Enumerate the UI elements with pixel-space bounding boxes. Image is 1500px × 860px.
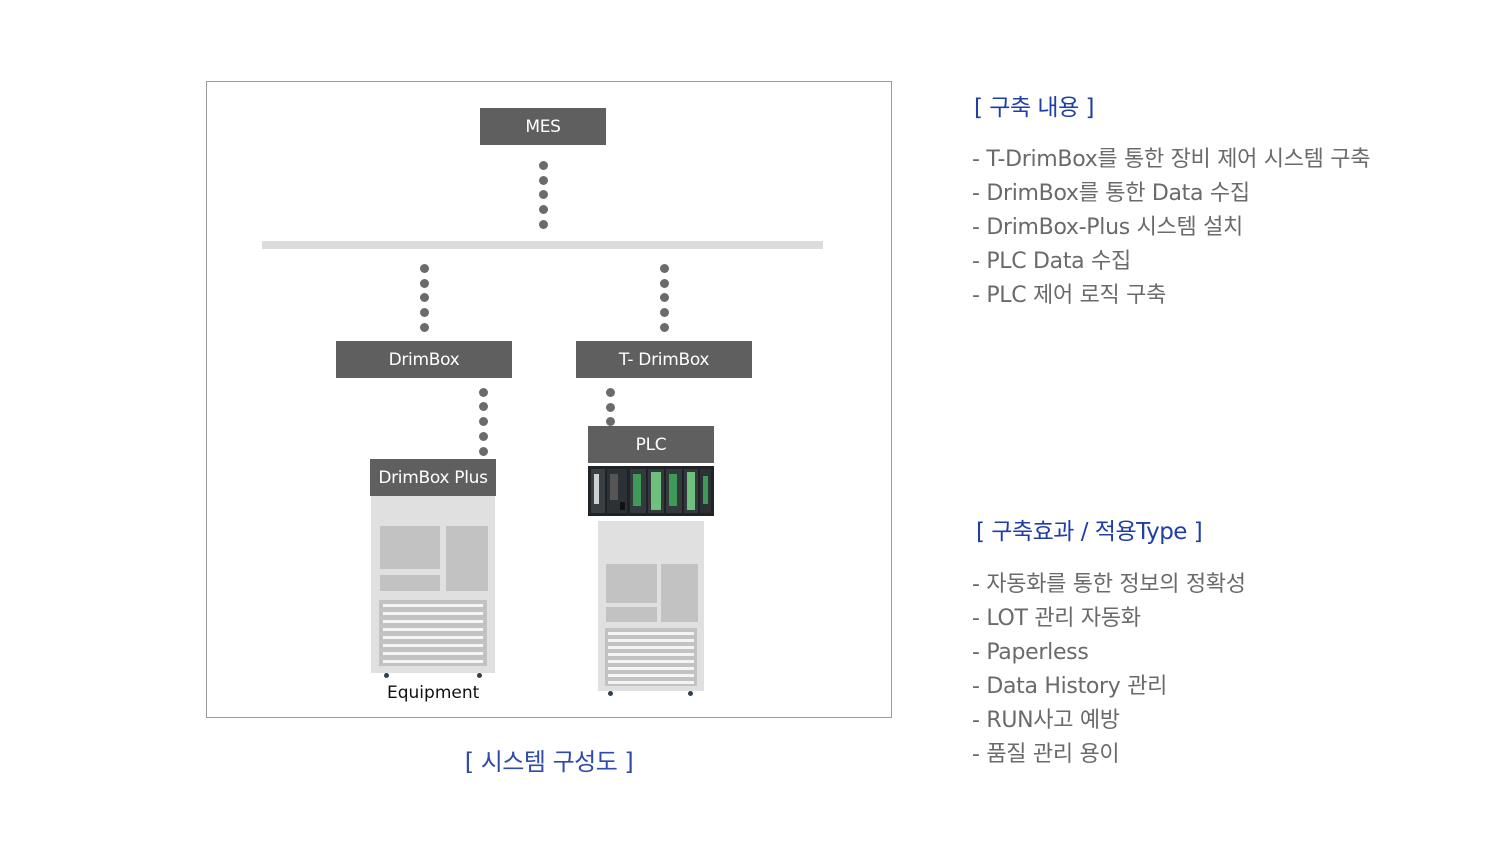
connector-dot xyxy=(478,387,488,397)
list-item: - T-DrimBox를 통한 장비 제어 시스템 구축 xyxy=(972,147,1371,172)
t-drimbox-node: T- DrimBox xyxy=(576,341,752,378)
connector-dot xyxy=(478,416,488,426)
connector-dot xyxy=(659,278,669,288)
connector-dot xyxy=(478,446,488,456)
list-item: - RUN사고 예방 xyxy=(972,708,1120,733)
build-list: - T-DrimBox를 통한 장비 제어 시스템 구축 - DrimBox를 통… xyxy=(972,143,1370,313)
build-section-title: [ 구축 내용 ] xyxy=(974,95,1095,121)
connector-dot xyxy=(605,416,615,426)
network-bus xyxy=(262,241,823,249)
connector-dot xyxy=(538,160,548,170)
connector-dot xyxy=(478,431,488,441)
list-item: - 품질 관리 용이 xyxy=(972,742,1120,767)
connector-dot xyxy=(538,175,548,185)
equipment-1-wheel-left xyxy=(384,673,389,678)
equipment-1-wheel-right xyxy=(477,673,482,678)
connector-dot xyxy=(659,263,669,273)
list-item: - PLC Data 수집 xyxy=(972,249,1131,274)
list-item: - PLC 제어 로직 구축 xyxy=(972,283,1167,308)
connector-dot xyxy=(538,204,548,214)
connector-dot xyxy=(659,322,669,332)
drimbox-plus-node: DrimBox Plus xyxy=(370,459,496,496)
list-item: - LOT 관리 자동화 xyxy=(972,606,1141,631)
connector-dot xyxy=(659,292,669,302)
list-item: - 자동화를 통한 정보의 정확성 xyxy=(972,572,1246,597)
effects-list: - 자동화를 통한 정보의 정확성 - LOT 관리 자동화 - Paperless… xyxy=(972,568,1246,772)
connector-dot xyxy=(538,219,548,229)
connector-dot xyxy=(605,387,615,397)
list-item: - Data History 관리 xyxy=(972,674,1168,699)
plc-module-icon xyxy=(588,466,714,516)
connector-dot xyxy=(538,189,548,199)
equipment-label: Equipment xyxy=(387,683,480,703)
equipment-1-body xyxy=(371,496,495,673)
list-item: - Paperless xyxy=(972,640,1089,665)
drimbox-node: DrimBox xyxy=(336,341,512,378)
plc-node: PLC xyxy=(588,426,714,463)
connector-dot xyxy=(419,292,429,302)
diagram-caption: [ 시스템 구성도 ] xyxy=(464,748,634,776)
effects-section-title: [ 구축효과 / 적용Type ] xyxy=(976,519,1203,545)
equipment-2-wheel-right xyxy=(688,691,693,696)
connector-dot xyxy=(659,307,669,317)
mes-node: MES xyxy=(480,108,606,145)
list-item: - DrimBox-Plus 시스템 설치 xyxy=(972,215,1243,240)
equipment-2-wheel-left xyxy=(608,691,613,696)
equipment-2-body xyxy=(598,521,704,691)
connector-dot xyxy=(605,402,615,412)
diagram-frame xyxy=(206,81,892,718)
connector-dot xyxy=(478,401,488,411)
connector-dot xyxy=(419,278,429,288)
list-item: - DrimBox를 통한 Data 수집 xyxy=(972,181,1250,206)
connector-dot xyxy=(419,322,429,332)
connector-dot xyxy=(419,307,429,317)
connector-dot xyxy=(419,263,429,273)
